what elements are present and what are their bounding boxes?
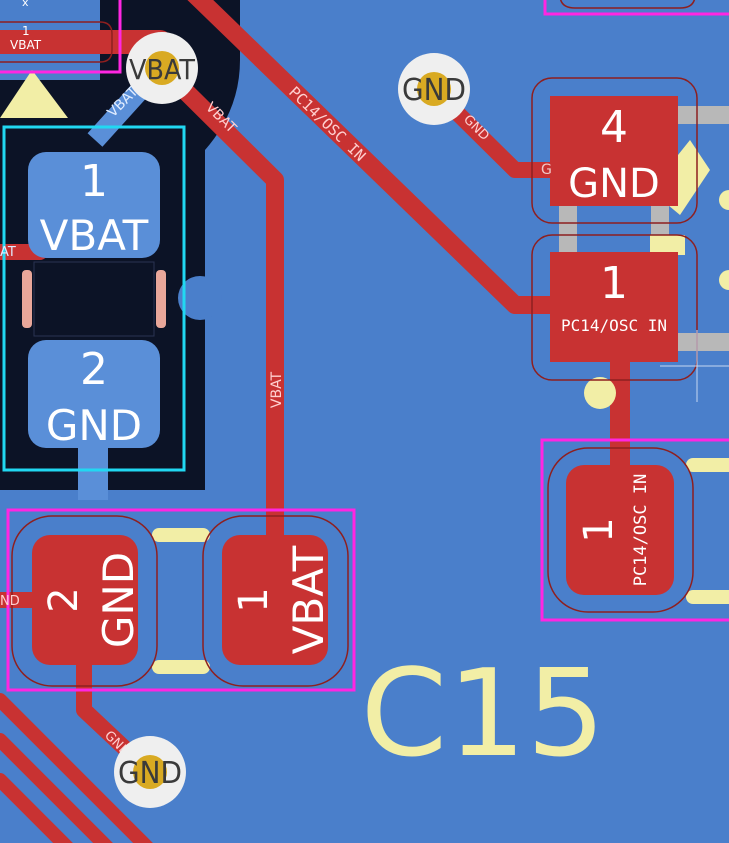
designator-label: C15 <box>361 645 606 784</box>
crystal-pad-1-number: 1 <box>600 258 628 309</box>
topleft-pad-number: 1 <box>22 24 30 38</box>
vbat-track <box>153 59 284 609</box>
crystal-gnd-small-label: G <box>541 162 552 178</box>
topleft-pad-net: VBAT <box>10 38 42 52</box>
pad-clearance-rings <box>11 0 698 687</box>
crystal-pad-4-net: GND <box>568 161 660 207</box>
via-vbat[interactable]: VBAT <box>126 32 198 104</box>
topleft-cap-x-label: x <box>22 0 29 9</box>
crystal-pad-1-net: PC14/OSC IN <box>561 316 667 335</box>
cursor-crosshair <box>660 330 729 402</box>
cap-pad-1[interactable]: 1 VBAT <box>222 535 333 665</box>
track-label-osc-diagonal: PC14/OSC IN <box>285 83 369 165</box>
battery-pad-2[interactable]: 2 GND <box>28 340 160 450</box>
via-gnd-top-net: GND <box>402 73 466 108</box>
cap-pad-2-net: GND <box>94 552 143 648</box>
battery-pad-2-number: 2 <box>80 344 108 395</box>
via-gnd-bottom[interactable]: GND <box>114 736 186 808</box>
osc-lower-pad[interactable]: 1 PC14/OSC IN <box>566 465 674 595</box>
battery-center-body <box>22 261 166 337</box>
battery-pad-1-number: 1 <box>80 156 108 207</box>
pin1-triangle-marker <box>0 70 68 118</box>
gray-tracks <box>559 106 729 351</box>
via-vbat-net: VBAT <box>129 53 196 86</box>
track-label-vbat-vertical: VBAT <box>269 371 285 408</box>
cap-pad-1-number: 1 <box>231 587 277 612</box>
osc-lower-pad-number: 1 <box>576 517 622 542</box>
battery-holder-outline <box>2 125 186 472</box>
track-label-left-gnd: ND <box>0 594 20 609</box>
crystal-pad-1[interactable]: 1 PC14/OSC IN <box>550 252 678 362</box>
courtyard-outlines <box>0 0 729 692</box>
cap-pad-2-number: 2 <box>41 587 87 612</box>
crystal-pad-4-number: 4 <box>600 102 628 153</box>
osc-lower-pad-net: PC14/OSC IN <box>631 474 651 587</box>
topleft-pad[interactable]: x 1 VBAT <box>0 0 113 63</box>
via-gnd-bottom-net: GND <box>118 756 182 791</box>
cap-pad-1-net: VBAT <box>284 545 333 654</box>
track-label-left-vbat: AT <box>0 245 16 260</box>
crystal-pad-4[interactable]: 4 GND <box>550 96 678 207</box>
bottom-diagonal-2 <box>0 733 113 843</box>
battery-pad-1-net: VBAT <box>40 211 149 260</box>
bottom-diagonal-1 <box>0 693 153 843</box>
battery-pad-1[interactable]: 1 VBAT <box>28 152 160 260</box>
cap-pad-2[interactable]: 2 GND <box>32 535 143 665</box>
battery-pad-2-net: GND <box>46 401 142 450</box>
bottom-diagonal-3 <box>0 773 73 843</box>
via-gnd-top[interactable]: GND <box>398 53 470 125</box>
